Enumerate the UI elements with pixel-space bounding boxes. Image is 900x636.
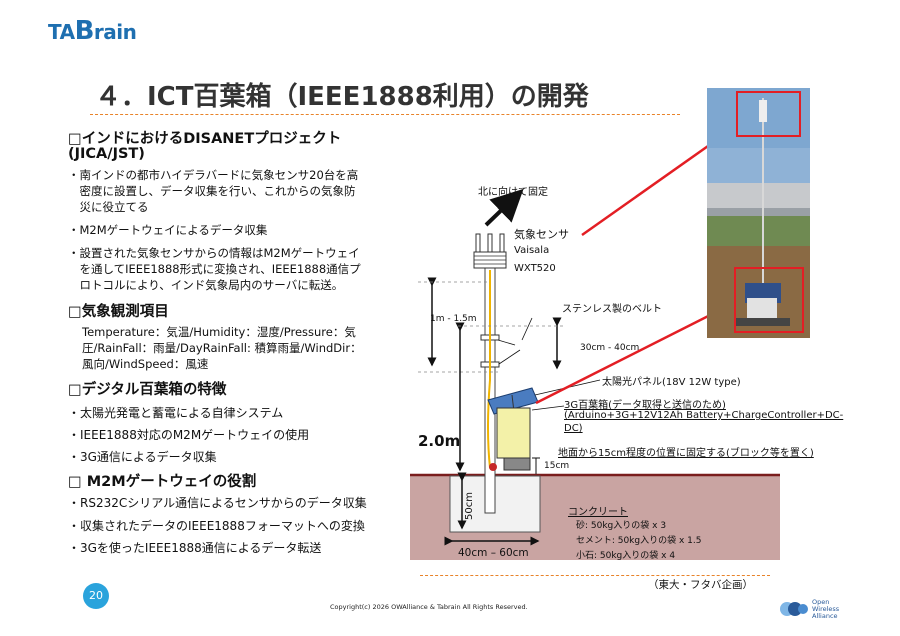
solar-label: 太陽光パネル(18V 12W type) <box>602 377 741 388</box>
line: ロトコルにより、インド気象局内のサーバに転送。 <box>68 278 344 292</box>
north-label: 北に向けて固定 <box>478 187 548 198</box>
width-label: 40cm – 60cm <box>458 547 529 559</box>
owa-logo-text: Open Wireless Alliance <box>812 599 839 620</box>
line: 密度に設置し、データ収集を行い、これからの気象防 <box>68 184 356 198</box>
belt-leader <box>521 317 533 341</box>
box-label-1: 3G百葉箱(データ取得と送信のため) <box>564 400 726 411</box>
owa-logo-icon <box>780 602 808 616</box>
concrete-gravel: 小石: 50kg入りの袋 x 4 <box>576 551 676 561</box>
bottom-divider <box>420 575 770 576</box>
height-1m-label: 1m - 1.5m <box>430 314 477 324</box>
section-disanet-title: □インドにおけるDISANETプロジェクト <box>68 131 342 147</box>
section-features-title: □デジタル百葉箱の特徴 <box>68 382 227 398</box>
disanet-bullet-2: ・M2Mゲートウェイによるデータ収集 <box>68 223 268 237</box>
section-gateway-title: □ M2Mゲートウェイの役割 <box>68 474 257 490</box>
feature-bullet-2: ・IEEE1888対応のM2Mゲートウェイの使用 <box>68 428 310 442</box>
box-label-2: (Arduino+3G+12V12Ah Battery+ChargeContro… <box>564 410 844 421</box>
sensor-prong <box>499 233 505 253</box>
belt-label: ステンレス製のベルト <box>562 304 662 315</box>
weather-items-text: Temperature：気温/Humidity：湿度/Pressure：気 圧/… <box>82 324 362 372</box>
title-divider <box>90 114 680 115</box>
line: ・設置された気象センサからの情報はM2Mゲートウェイ <box>68 246 360 260</box>
gateway-bullet-1: ・RS232Cシリアル通信によるセンサからのデータ収集 <box>68 496 367 510</box>
concrete-label: コンクリート <box>568 507 628 518</box>
box-callout-line <box>535 298 741 405</box>
installation-photo <box>707 88 810 338</box>
feature-bullet-1: ・太陽光発電と蓄電による自律システム <box>68 406 284 420</box>
tabrain-logo: TABrain <box>48 16 137 46</box>
owa-line: Alliance <box>812 612 838 620</box>
line: Temperature：気温/Humidity：湿度/Pressure：気 <box>82 325 356 339</box>
line: ・南インドの都市ハイデラバードに気象センサ20台を高 <box>68 168 359 182</box>
concrete-sand: 砂: 50kg入りの袋 x 3 <box>576 521 667 531</box>
page-number: 20 <box>83 583 109 609</box>
sensor-maker-label: Vaisala <box>514 245 550 256</box>
slide-title: ４．ICT百葉箱（IEEE1888利用）の開発 <box>95 82 589 112</box>
height-15cm-label: 15cm <box>544 461 570 471</box>
support-block <box>503 457 531 471</box>
box-leader <box>531 405 565 411</box>
sensor-cable <box>487 270 491 469</box>
north-arrow <box>484 188 524 227</box>
credit-label: （東大・フタバ企画） <box>648 579 753 591</box>
line: 圧/RainFall：雨量/DayRainFall: 積算雨量/WindDir： <box>82 341 362 355</box>
sensor-prong <box>475 233 481 253</box>
owa-line: Open <box>812 598 830 606</box>
sensor-label: 気象センサ <box>514 228 569 241</box>
total-height-label: 2.0m <box>418 432 461 450</box>
logo-text-c: rain <box>93 20 137 44</box>
section-weather-items-title: □気象観測項目 <box>68 304 169 320</box>
box-label-3: DC) <box>564 423 583 434</box>
sensor-prong <box>487 233 493 253</box>
mount-point <box>489 463 497 471</box>
line: 災に役立てる <box>68 200 149 214</box>
line: 風向/WindSpeed：風速 <box>82 357 209 371</box>
copyright: Copyright(c) 2026 OWAlliance & Tabrain A… <box>330 603 528 611</box>
logo-text-a: TA <box>48 20 75 44</box>
gateway-bullet-3: ・3Gを使ったIEEE1888通信によるデータ転送 <box>68 541 322 555</box>
line: を通してIEEE1888形式に変換され、IEEE1888通信プ <box>68 262 361 276</box>
owa-line: Wireless <box>812 605 840 613</box>
logo-text-b: B <box>74 16 95 46</box>
disanet-bullet-1: ・南インドの都市ハイデラバードに気象センサ20台を高 密度に設置し、データ収集を… <box>68 167 358 215</box>
gateway-bullet-2: ・収集されたデータのIEEE1888フォーマットへの変換 <box>68 519 365 533</box>
section-disanet-subtitle: (JICA/JST) <box>68 146 145 162</box>
feature-bullet-3: ・3G通信によるデータ収集 <box>68 450 217 464</box>
height-30cm-label: 30cm - 40cm <box>580 343 640 353</box>
ict-box <box>496 407 531 459</box>
disanet-bullet-3: ・設置された気象センサからの情報はM2Mゲートウェイ を通してIEEE1888形… <box>68 245 361 293</box>
concrete-cement: セメント: 50kg入りの袋 x 1.5 <box>576 536 702 546</box>
depth-50cm-label: 50cm <box>464 492 475 520</box>
ground-fix-label: 地面から15cm程度の位置に固定する(ブロック等を置く) <box>558 448 814 459</box>
sensor-model-label: WXT520 <box>514 263 556 274</box>
